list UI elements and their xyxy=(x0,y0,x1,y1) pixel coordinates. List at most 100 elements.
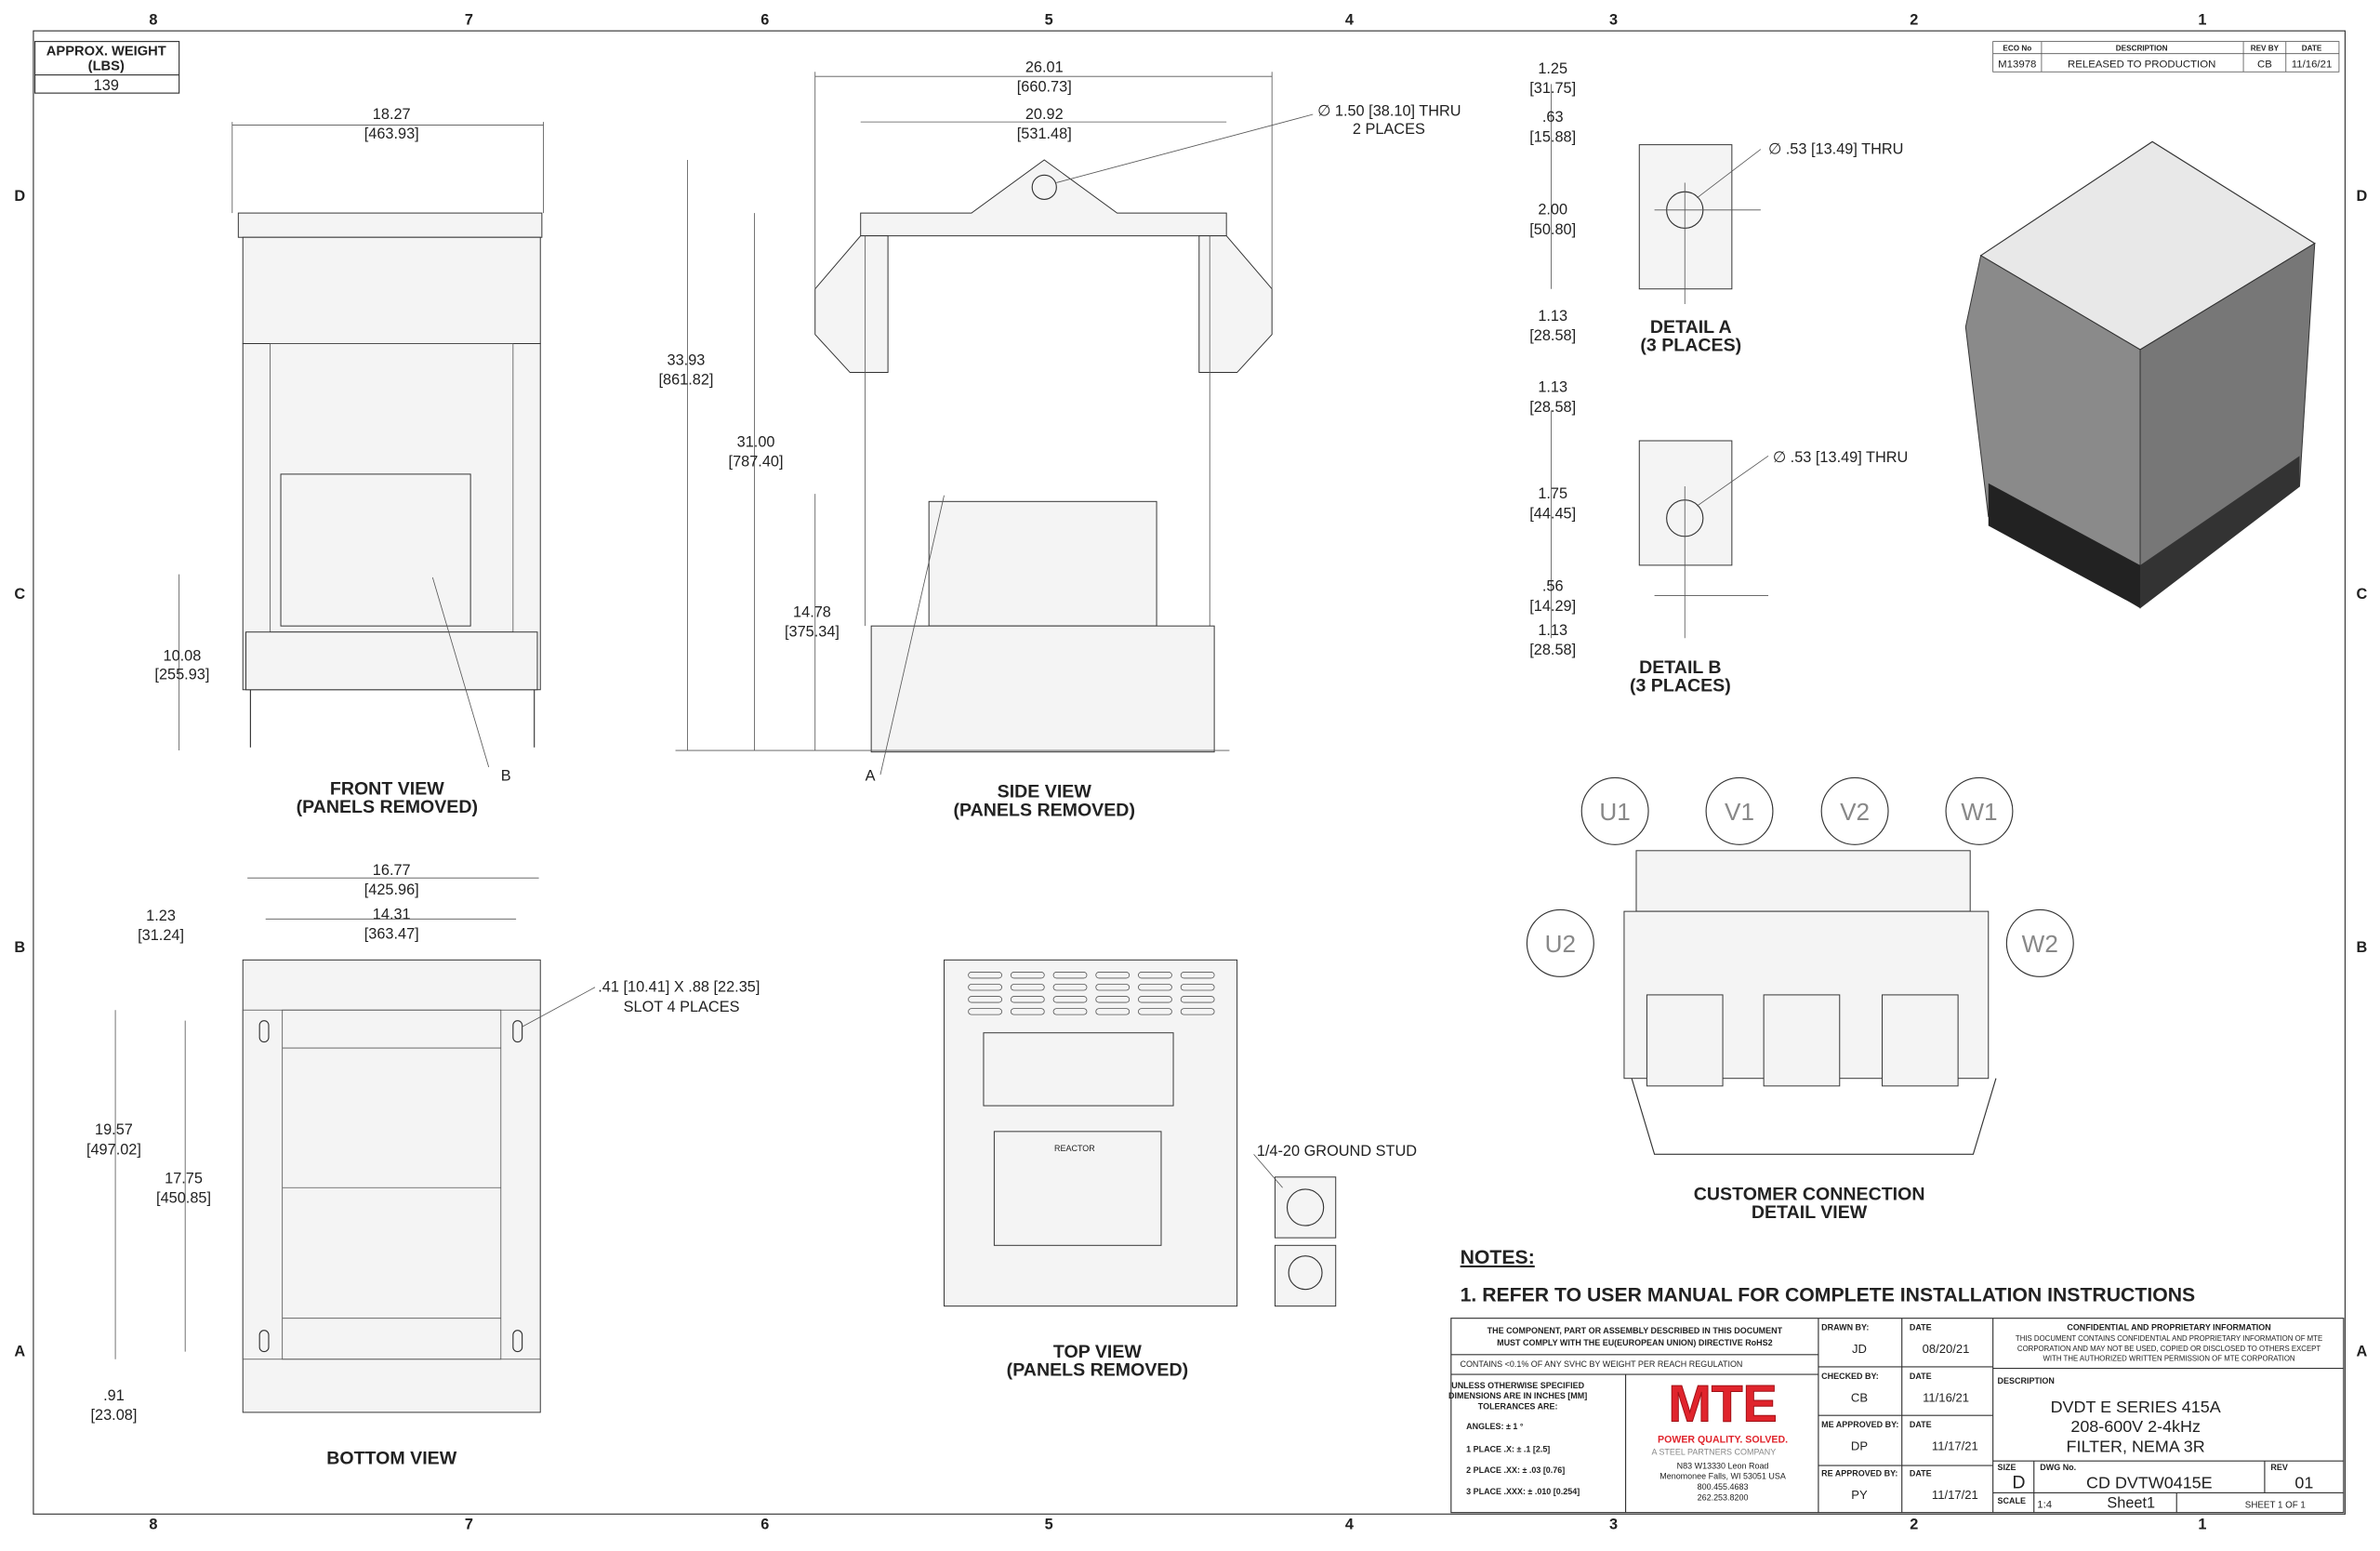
drawing-label: RELEASED TO PRODUCTION xyxy=(2068,59,2215,70)
vent-slot xyxy=(1138,972,1172,979)
vent-slot xyxy=(1095,972,1130,979)
drawing-line xyxy=(1286,1188,1325,1226)
drawing-label: CD DVTW0415E xyxy=(2086,1474,2213,1492)
drawing-label: [463.93] xyxy=(364,126,419,142)
drawing-line xyxy=(1992,41,2340,73)
drawing-label: REV BY xyxy=(2251,44,2280,52)
vent-slot xyxy=(1052,1008,1088,1015)
drawing-label: DATE xyxy=(1910,1323,1932,1332)
drawing-label: ME APPROVED BY: xyxy=(1821,1420,1898,1429)
view-title: (PANELS REMOVED) xyxy=(297,797,478,817)
drawing-line xyxy=(1646,994,1724,1087)
front-view: 18.27 [463.93] 10.08 [255.93] B FRONT VI… xyxy=(154,106,544,817)
weight-label: (LBS) xyxy=(88,60,125,74)
zone-col: 1 xyxy=(2198,12,2206,29)
drawing-label: A STEEL PARTNERS COMPANY xyxy=(1651,1448,1776,1457)
drawing-label: U2 xyxy=(1545,930,1576,958)
zone-row: A xyxy=(2357,1343,2368,1359)
drawing-line xyxy=(280,473,471,627)
drawing-line xyxy=(1882,994,1959,1087)
zone-col: 1 xyxy=(2198,1517,2206,1533)
drawing-line xyxy=(242,959,541,1413)
drawing-label: DETAIL B xyxy=(1639,657,1721,678)
drawing-label: CB xyxy=(2257,59,2272,70)
drawing-label: DATE xyxy=(1910,1372,1932,1381)
vent-slot xyxy=(968,996,1002,1003)
drawing-line xyxy=(1288,1255,1323,1291)
zone-labels: 8 7 6 5 4 3 2 1 8 7 6 5 4 3 2 1 D C B A … xyxy=(14,12,2367,1533)
drawing-label: 1/4-20 GROUND STUD xyxy=(1257,1143,1417,1160)
drawing-line xyxy=(1198,235,1273,374)
drawing-label: V1 xyxy=(1725,798,1754,826)
drawing-label: ECO No xyxy=(2003,44,2031,52)
drawing-label: [255.93] xyxy=(154,666,209,683)
drawing-label: [28.58] xyxy=(1529,327,1576,344)
zone-col: 7 xyxy=(465,1517,473,1533)
drawing-label: RE APPROVED BY: xyxy=(1821,1468,1897,1478)
drawing-label: [31.24] xyxy=(138,927,184,944)
drawing-label: 20.92 xyxy=(1025,106,1064,123)
drawing-label: [28.58] xyxy=(1529,642,1576,658)
drawing-label: .91 xyxy=(103,1387,125,1404)
drawing-label: 262.253.8200 xyxy=(1698,1493,1749,1503)
drawing-label: D xyxy=(2012,1473,2025,1493)
zone-row: D xyxy=(2357,188,2368,205)
zone-col: 8 xyxy=(149,12,157,29)
view-title: (PANELS REMOVED) xyxy=(1007,1360,1188,1381)
drawing-label: SCALE xyxy=(1998,1496,2026,1505)
drawing-line xyxy=(1274,1244,1337,1307)
drawing-label: 11/16/21 xyxy=(1923,1390,1969,1404)
drawing-line xyxy=(1705,776,1774,845)
drawing-label: DATE xyxy=(1910,1468,1932,1478)
drawing-line xyxy=(242,236,541,344)
drawing-line xyxy=(1031,174,1057,200)
vent-slot xyxy=(1180,1008,1215,1015)
drawing-label: 1:4 xyxy=(2037,1500,2053,1511)
zone-col: 3 xyxy=(1609,1517,1618,1533)
drawing-label: 2 PLACE .XX: ± .03 [0.76] xyxy=(1466,1465,1565,1475)
drawing-label: 1.23 xyxy=(146,908,176,924)
drawing-label: [31.75] xyxy=(1529,80,1576,97)
drawing-label: 31.00 xyxy=(737,434,775,451)
view-title: CUSTOMER CONNECTION xyxy=(1694,1184,1925,1204)
drawing-label: TOLERANCES ARE: xyxy=(1478,1402,1558,1412)
vent-slot xyxy=(1052,996,1088,1003)
vent-slot xyxy=(968,984,1002,991)
drawing-label: CORPORATION AND MAY NOT BE USED, COPIED … xyxy=(2017,1345,2320,1353)
drawing-label: 1.13 xyxy=(1538,379,1567,396)
drawing-label: DP xyxy=(1851,1439,1868,1453)
drawing-label: [23.08] xyxy=(91,1407,138,1424)
drawing-label: CB xyxy=(1851,1390,1868,1404)
drawing-label: SIZE xyxy=(1998,1463,2016,1472)
drawing-label: [531.48] xyxy=(1017,126,1072,142)
zone-col: 6 xyxy=(760,12,769,29)
drawing-label: CHECKED BY: xyxy=(1821,1372,1879,1381)
drawing-label: CONTAINS <0.1% OF ANY SVHC BY WEIGHT PER… xyxy=(1460,1359,1742,1369)
detail-a: 1.25[31.75] .63[15.88] 2.00[50.80] 1.13[… xyxy=(1529,60,1903,356)
drawing-label: ANGLES: ± 1 ° xyxy=(1466,1422,1524,1431)
drawing-label: FILTER, NEMA 3R xyxy=(2067,1437,2205,1455)
zone-col: 7 xyxy=(465,12,473,29)
vent-slot xyxy=(1010,1008,1045,1015)
drawing-line xyxy=(1820,776,1889,845)
drawing-line xyxy=(814,235,889,374)
customer-connection-view: U1 V1 V2 W1 U2 W2 CUSTOMER CONNECTION DE… xyxy=(1526,776,2074,1223)
drawing-line xyxy=(1763,994,1841,1087)
vent-slot xyxy=(1010,996,1045,1003)
drawing-line xyxy=(1988,483,2141,608)
drawing-line xyxy=(993,1131,1162,1246)
drawing-line xyxy=(237,212,543,238)
vent-slot xyxy=(1052,984,1088,991)
drawing-line xyxy=(512,1020,523,1043)
view-title: (PANELS REMOVED) xyxy=(954,800,1135,820)
drawing-label: DETAIL A xyxy=(1650,317,1732,338)
zone-col: 5 xyxy=(1045,1517,1053,1533)
drawing-label: DVDT E SERIES 415A xyxy=(2051,1398,2221,1416)
zone-col: 2 xyxy=(1910,12,1918,29)
weight-box: APPROX. WEIGHT (LBS) 139 xyxy=(33,41,180,94)
drawing-label: [15.88] xyxy=(1529,128,1576,145)
view-title: SIDE VIEW xyxy=(998,782,1092,802)
vent-slot xyxy=(968,972,1002,979)
